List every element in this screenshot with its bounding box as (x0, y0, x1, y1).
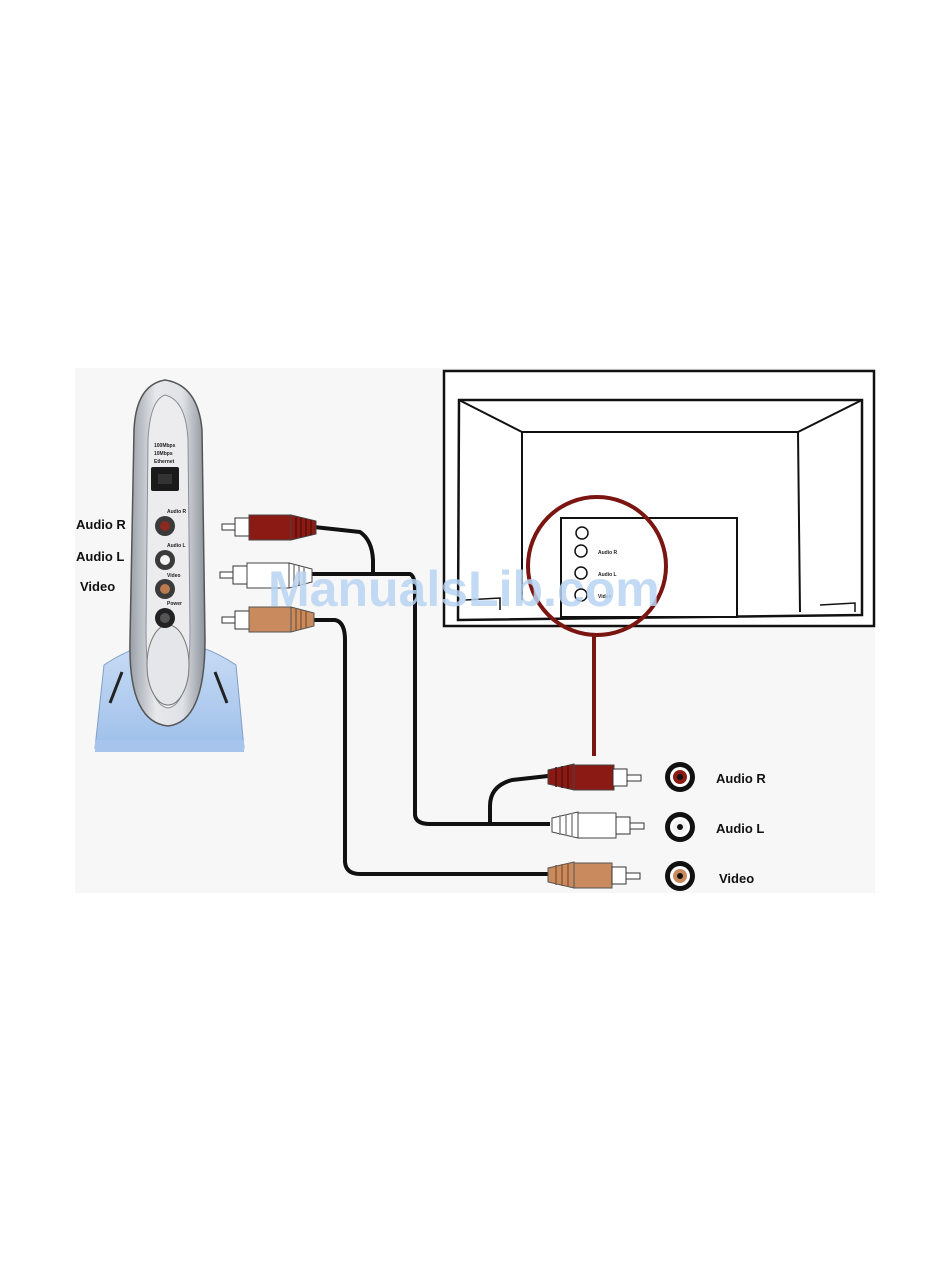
tv-audio-r-panel-label: Audio R (598, 550, 618, 556)
tv-svideo-jack (576, 527, 588, 539)
tv-audio-r-jack (575, 545, 587, 557)
device-audio-l-panel-label: Audio L (167, 543, 186, 549)
device-video-label: Video (80, 579, 115, 594)
inset-audio-r-label: Audio R (716, 771, 766, 786)
inset-video-label: Video (719, 871, 754, 886)
device-lower-oval (147, 625, 189, 705)
device-power-panel-label: Power (167, 601, 182, 607)
inset-video-jack (665, 861, 695, 891)
watermark: ManualsLib.com (268, 561, 660, 617)
device-audio-l-label: Audio L (76, 549, 124, 564)
inset-audio-l-label: Audio L (716, 821, 764, 836)
ethernet-label: Ethernet (154, 459, 175, 465)
device-base-foot (95, 740, 244, 752)
inset-audio-r-jack (665, 762, 695, 792)
device-video-panel-label: Video (167, 573, 181, 579)
led-100mbps-label: 100Mbps (154, 443, 176, 449)
inset-audio-l-jack (665, 812, 695, 842)
led-10mbps-label: 10Mbps (154, 451, 173, 457)
device-audio-r-label: Audio R (76, 517, 126, 532)
audio-r-plug-left (222, 515, 316, 540)
device-audio-r-panel-label: Audio R (167, 509, 187, 515)
